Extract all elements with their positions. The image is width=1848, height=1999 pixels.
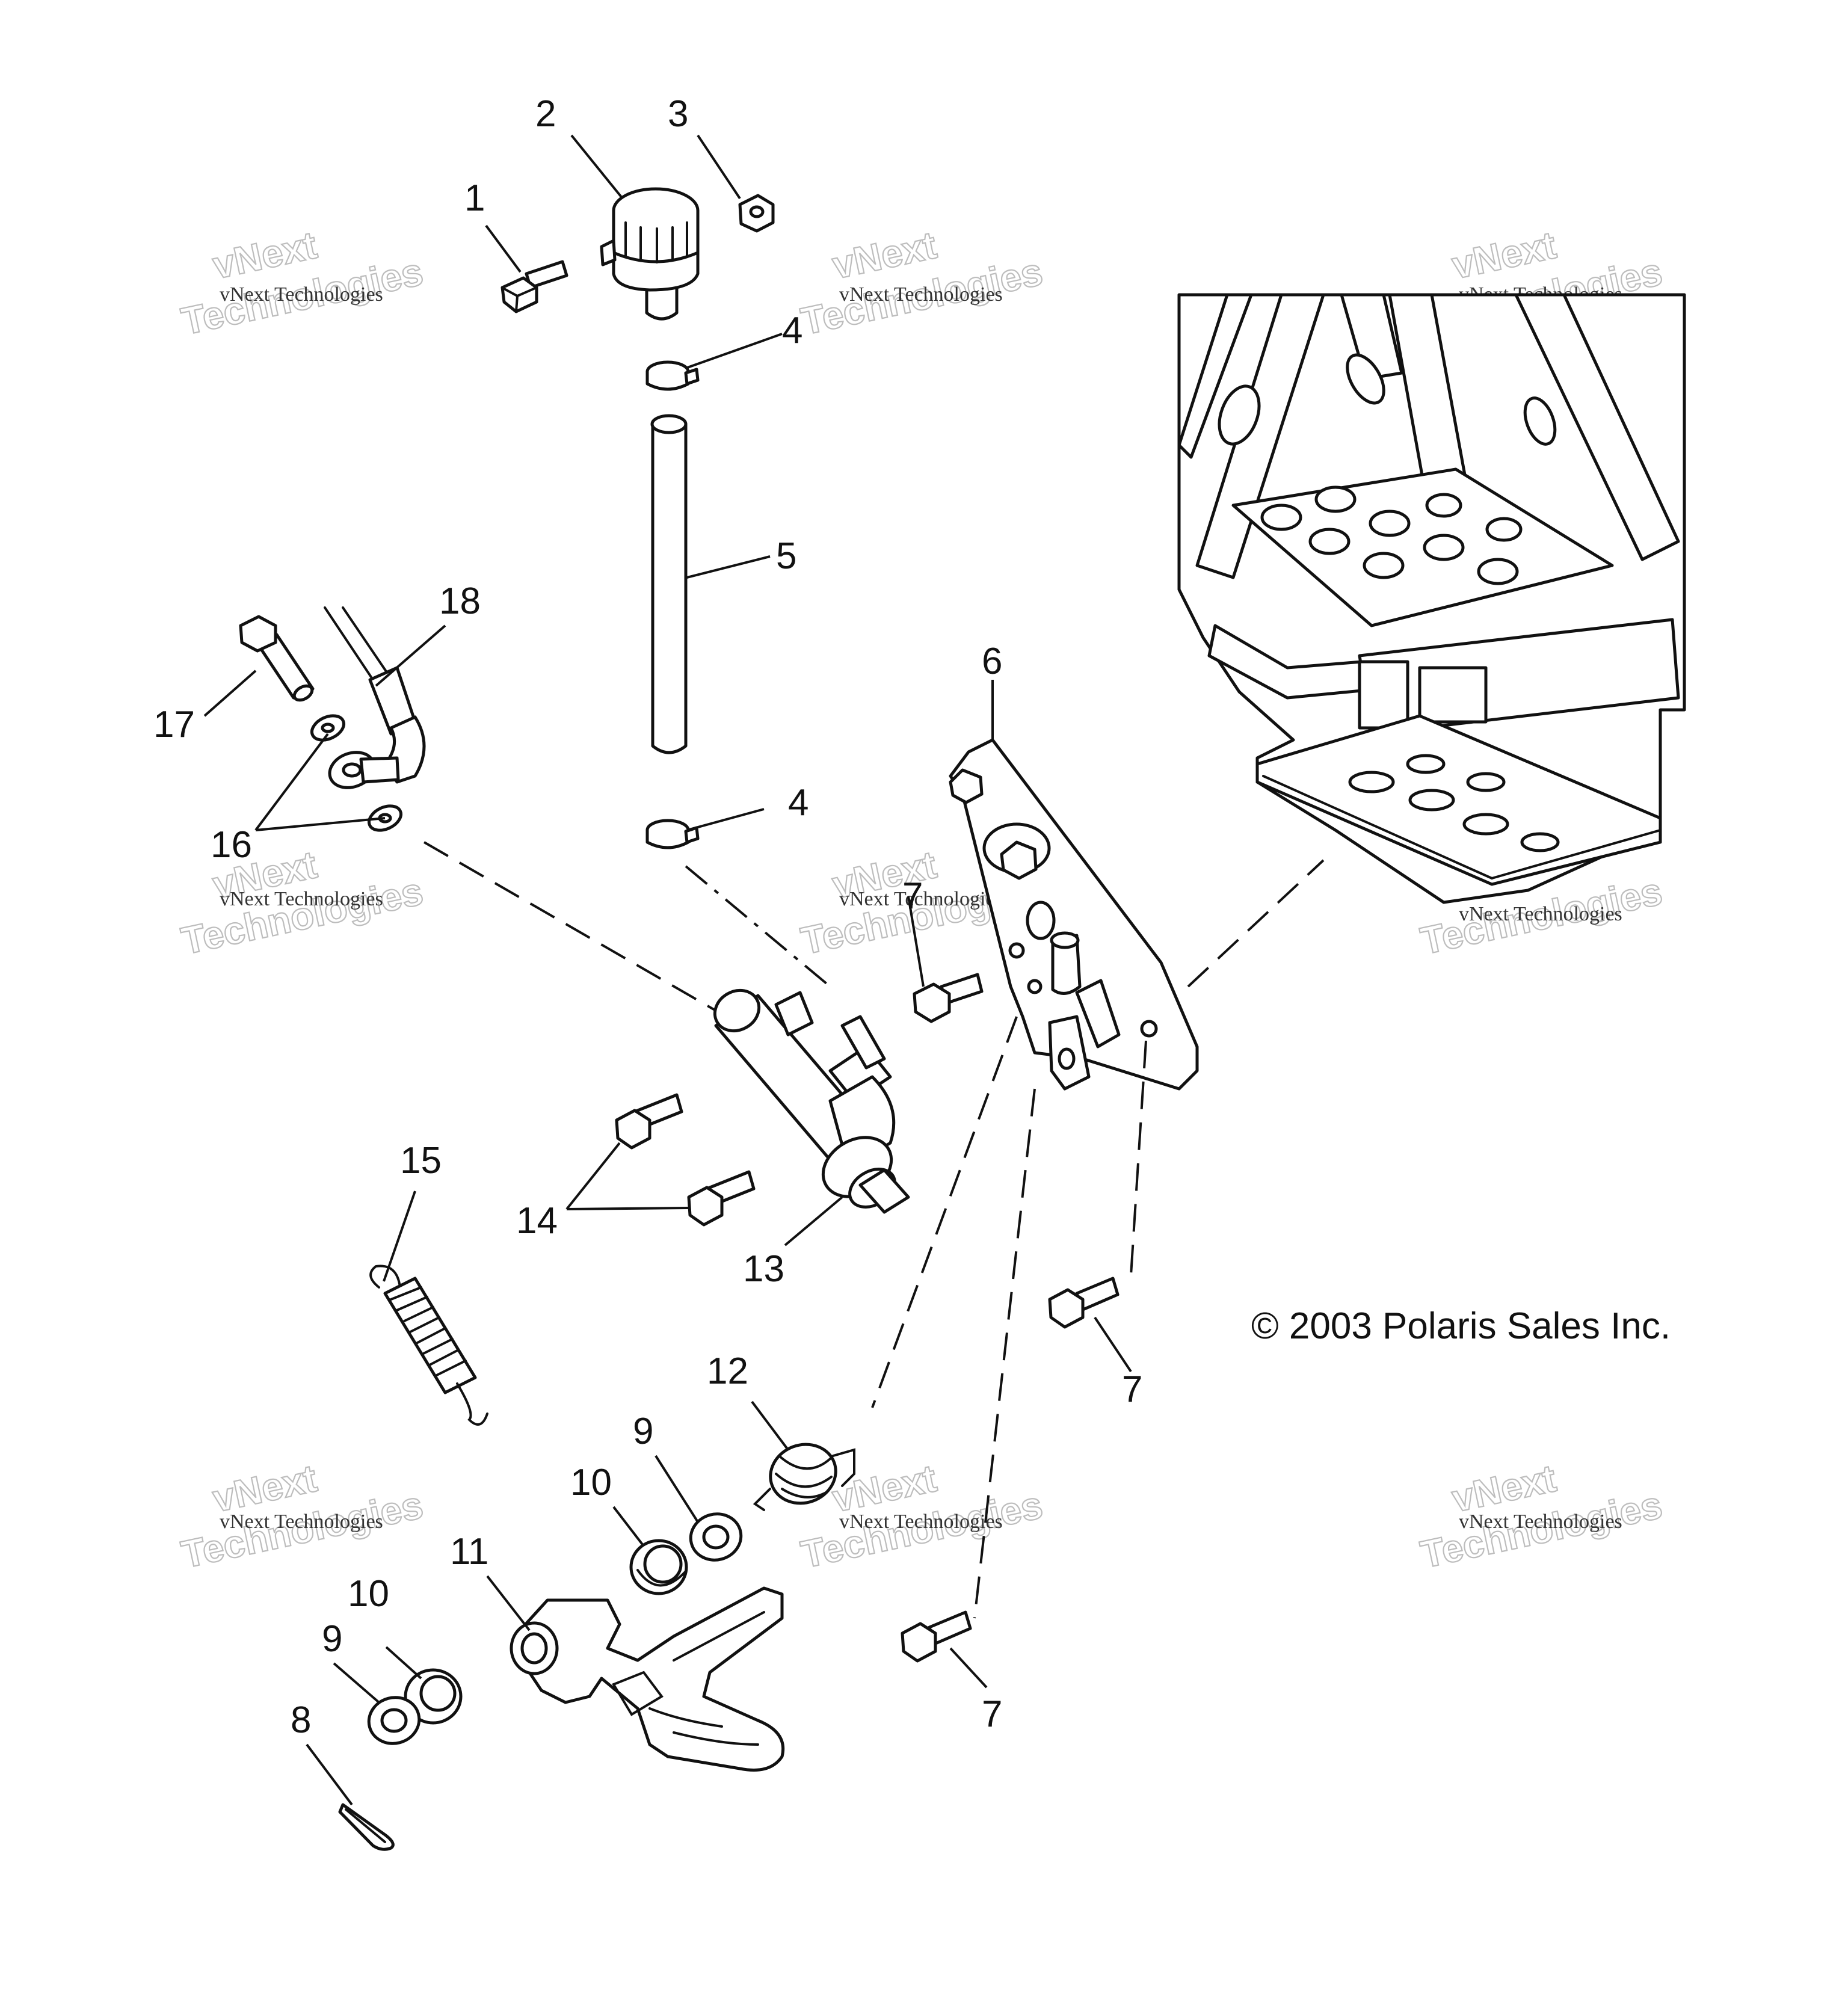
vehicle-frame-illustration: [1177, 293, 1686, 904]
part-13-master-cylinder: [713, 988, 910, 1214]
part-7-bolt-upper: [913, 973, 984, 1023]
callout-18: 18: [439, 581, 481, 622]
watermark: vNext Technologies: [796, 223, 1047, 344]
callout-6: 6: [982, 641, 1002, 682]
callout-2: 2: [535, 93, 556, 135]
callout-9-right: 9: [633, 1411, 653, 1452]
part-11-brake-pedal: [510, 1586, 785, 1772]
callout-7-lower: 7: [982, 1693, 1002, 1735]
part-9-washer-right: [689, 1512, 743, 1562]
callout-5: 5: [776, 535, 796, 577]
callout-9-left: 9: [322, 1618, 342, 1660]
watermark: vNext Technologies: [1416, 1456, 1666, 1577]
part-14-bolt-lower: [687, 1170, 756, 1227]
watermark-text: vNext Technologies: [220, 888, 383, 910]
part-12-torsion-spring: [753, 1443, 855, 1511]
part-16-washer-upper: [310, 714, 345, 742]
part-1-bolt: [500, 260, 568, 313]
callout-8: 8: [291, 1699, 311, 1741]
leader-lines: [203, 134, 1132, 1806]
callout-14: 14: [516, 1200, 558, 1242]
part-9-washer-left: [367, 1696, 421, 1745]
part-5-hose: [650, 414, 688, 754]
callout-3: 3: [668, 93, 688, 135]
watermark-text: vNext Technologies: [220, 283, 383, 306]
callout-4-lower: 4: [788, 782, 808, 824]
callout-13: 13: [743, 1248, 784, 1290]
watermark-text: vNext Technologies: [839, 888, 1003, 910]
part-15-spring: [369, 1264, 488, 1426]
watermark-text: vNext Technologies: [839, 1511, 1003, 1533]
part-7-bolt-middle: [1048, 1277, 1120, 1329]
copyright-text: © 2003 Polaris Sales Inc.: [1251, 1305, 1671, 1347]
part-6-bracket: [949, 738, 1199, 1091]
callout-10-left: 10: [348, 1573, 389, 1615]
callout-11: 11: [450, 1531, 488, 1572]
callout-7-upper: 7: [902, 875, 923, 917]
callout-4-upper: 4: [782, 310, 802, 351]
part-7-bolt-lower: [901, 1610, 972, 1663]
part-2-reservoir: [600, 187, 700, 321]
callout-17: 17: [153, 704, 195, 745]
part-4-clamp-lower: [645, 819, 700, 849]
part-17-bolt: [239, 615, 315, 702]
part-14-bolt-upper: [615, 1093, 683, 1150]
watermark: vNext Technologies: [177, 223, 427, 344]
part-8-cotter-pin: [338, 1803, 395, 1851]
callouts: 1 2 3 4 5 4 18 17 16 6 7 7 7 15 14 13 12…: [153, 93, 1142, 1741]
part-4-clamp-upper: [645, 360, 700, 391]
part-10-bushing-right: [629, 1539, 688, 1595]
assembly-lines: [424, 841, 1325, 1619]
watermark-text: vNext Technologies: [1459, 1511, 1622, 1533]
watermark-text: vNext Technologies: [839, 283, 1003, 306]
watermark-text: vNext Technologies: [220, 1511, 383, 1533]
callout-15: 15: [400, 1140, 442, 1181]
watermark: vNext Technologies: [177, 1456, 427, 1577]
callout-7-middle: 7: [1122, 1369, 1142, 1410]
part-3-nut: [738, 194, 775, 233]
callout-16: 16: [211, 824, 252, 866]
part-18-brake-line: [324, 606, 426, 789]
callout-1: 1: [464, 177, 485, 219]
part-10-bushing-left: [404, 1668, 463, 1725]
callout-10-right: 10: [570, 1462, 612, 1503]
callout-12: 12: [707, 1351, 748, 1392]
watermark-text: vNext Technologies: [1459, 903, 1622, 925]
